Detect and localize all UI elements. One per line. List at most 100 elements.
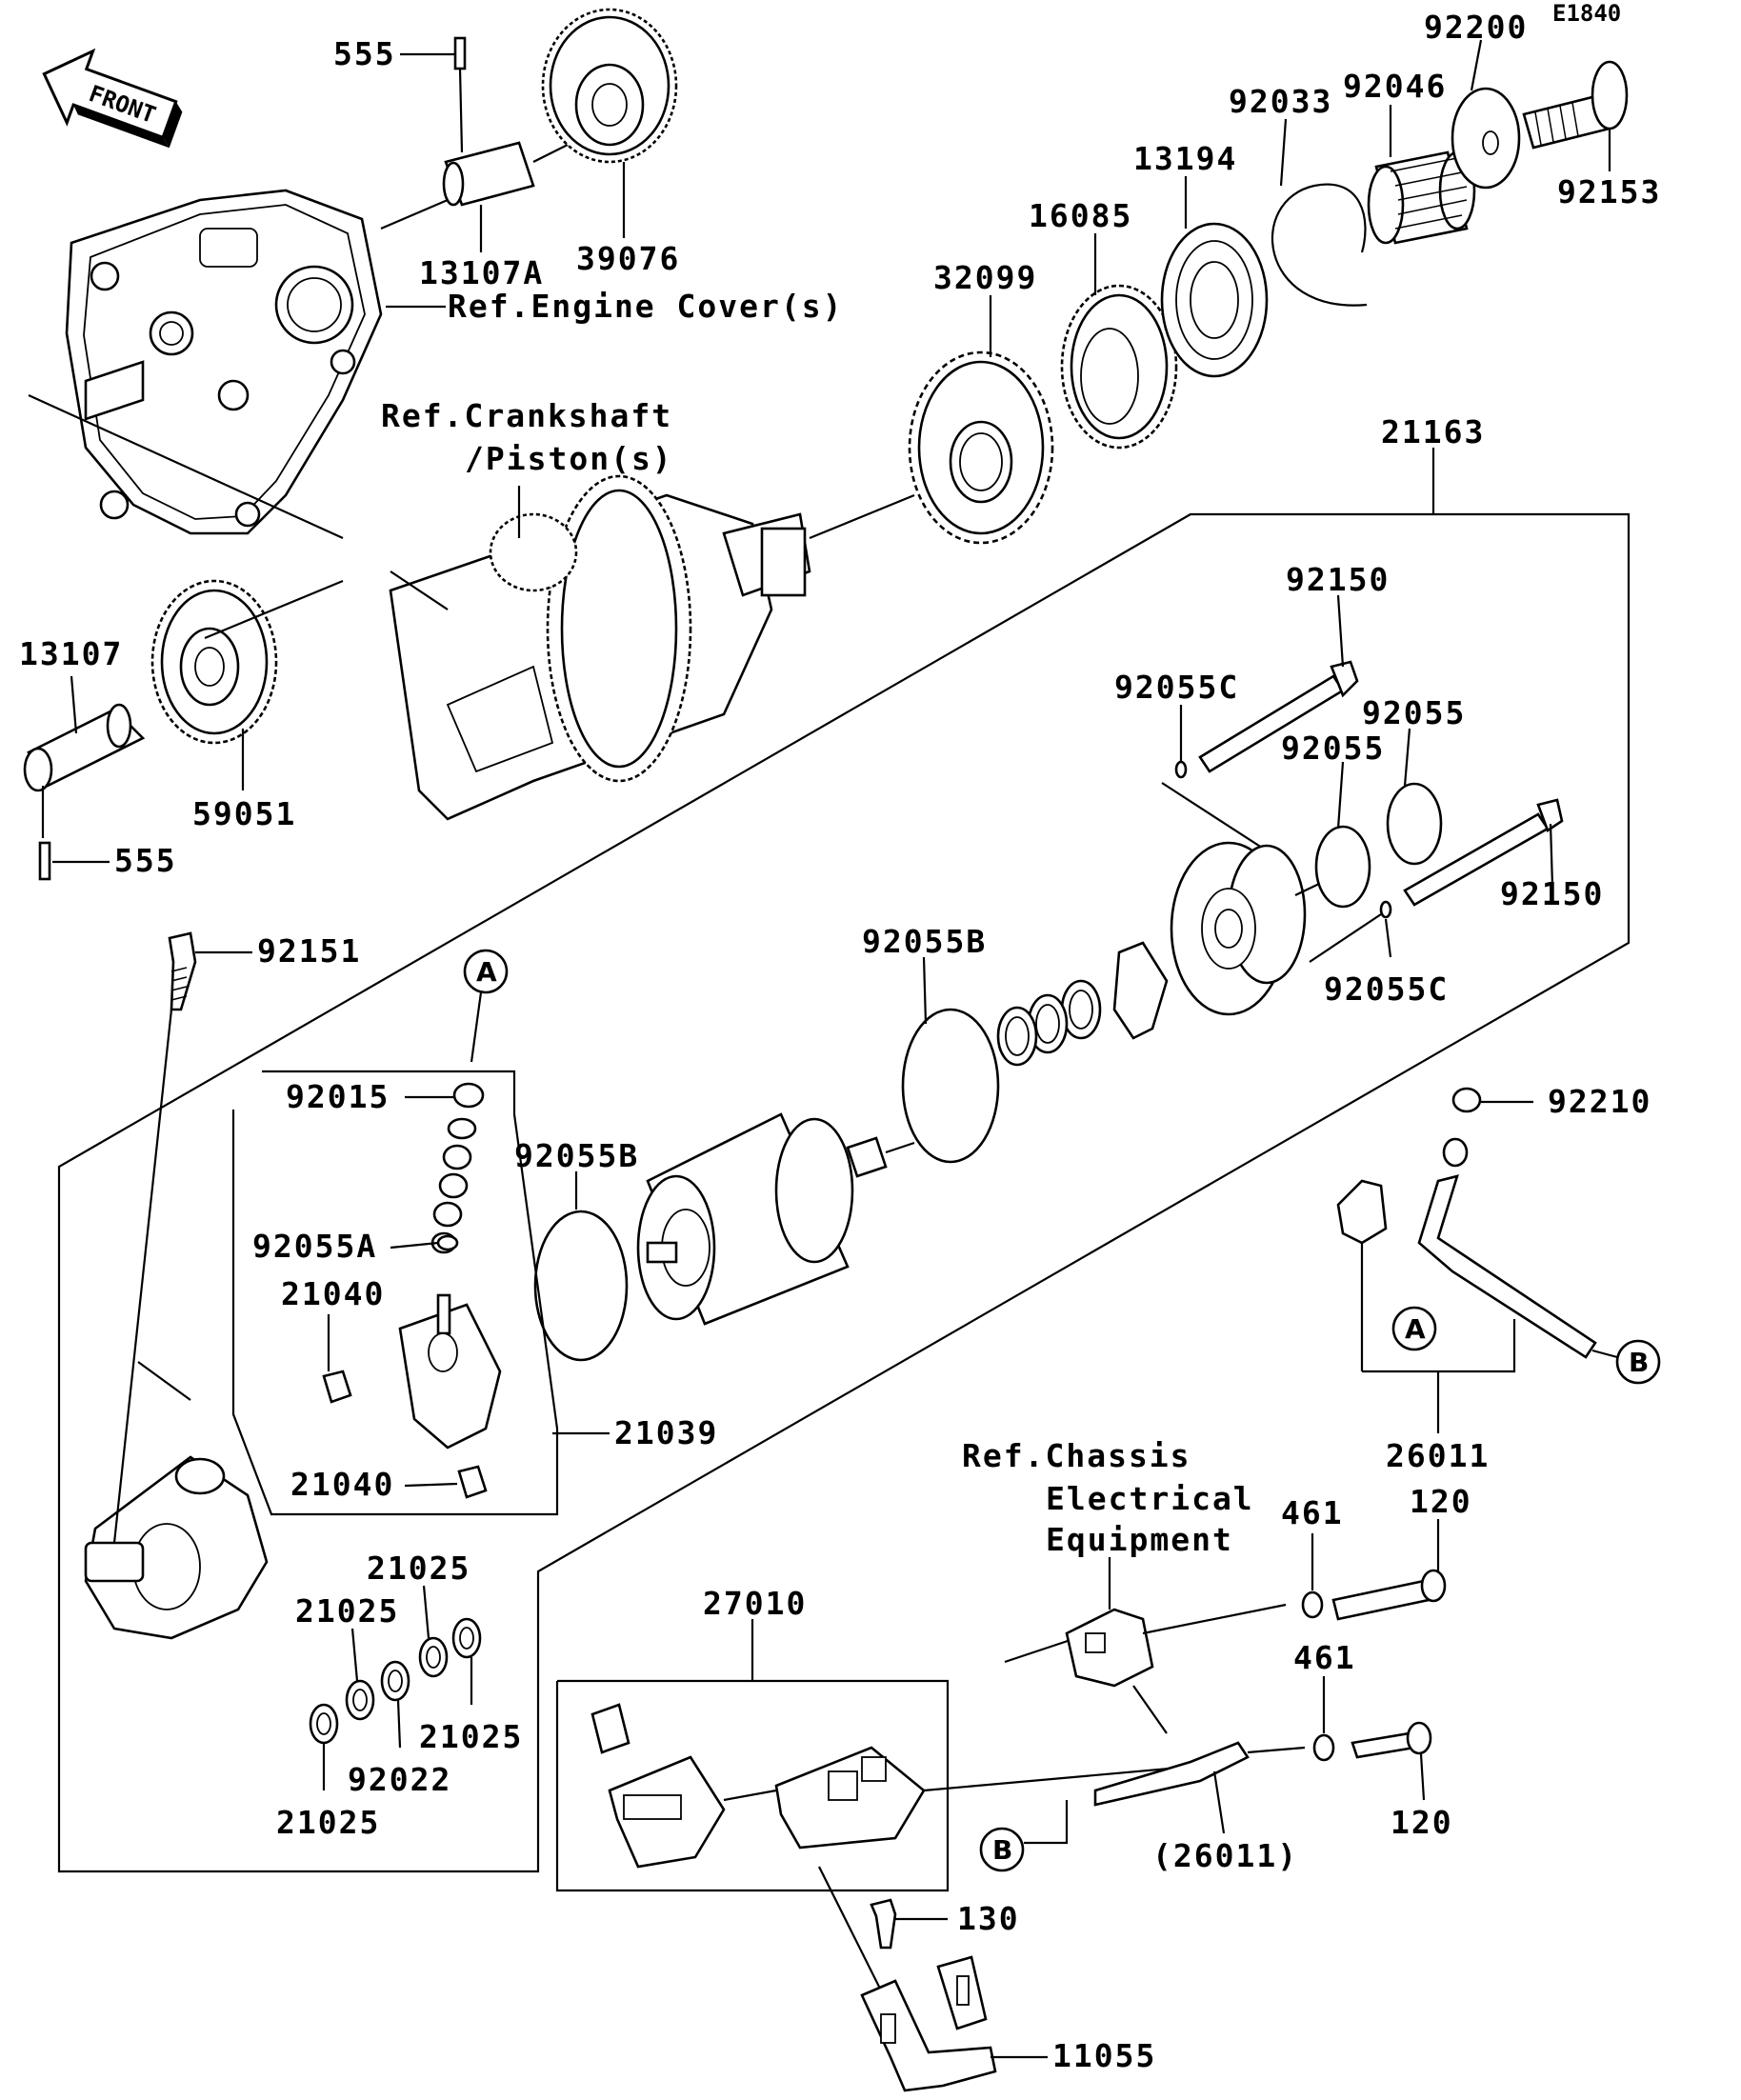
label-21025-d: 21025 bbox=[276, 1804, 380, 1841]
part-21039-brush-holder bbox=[398, 1293, 610, 1450]
label-59051: 59051 bbox=[192, 795, 296, 832]
part-11055-bracket bbox=[860, 1955, 1048, 2092]
part-120-bolt-bottom bbox=[1351, 1721, 1432, 1801]
part-32099-gear bbox=[908, 295, 1054, 545]
starter-end-cover bbox=[1170, 841, 1320, 1016]
label-92055b-left: 92055B bbox=[514, 1137, 639, 1174]
label-92022: 92022 bbox=[348, 1761, 451, 1798]
connector-a-right: A bbox=[1391, 1306, 1437, 1351]
label-92210: 92210 bbox=[1548, 1083, 1651, 1120]
starter-motor-housing bbox=[636, 1112, 915, 1326]
diagram-code: E1840 bbox=[1552, 0, 1621, 27]
part-92055b-oring-top bbox=[901, 956, 1000, 1164]
ref-chassis-3: Equipment bbox=[1046, 1521, 1233, 1558]
ref-chassis-1: Ref.Chassis bbox=[962, 1437, 1191, 1474]
connector-a-top: A bbox=[463, 949, 509, 1063]
ref-chassis-2: Electrical bbox=[1046, 1480, 1254, 1517]
part-13107a-shaft bbox=[380, 68, 572, 252]
front-arrow-icon: FRONT bbox=[42, 48, 183, 149]
engine-cover bbox=[28, 189, 383, 540]
label-92055b-top: 92055B bbox=[862, 923, 987, 960]
starter-front-cover bbox=[84, 1009, 269, 1640]
cable-26011-ref bbox=[1024, 1741, 1306, 1845]
label-120-bottom: 120 bbox=[1391, 1804, 1453, 1841]
connector-a-label: A bbox=[476, 956, 497, 988]
label-130: 130 bbox=[957, 1900, 1020, 1937]
label-92151: 92151 bbox=[257, 932, 361, 970]
label-21039: 21039 bbox=[614, 1414, 718, 1451]
part-92033-circlip bbox=[1271, 118, 1368, 307]
assembly-21163-outline bbox=[57, 448, 1631, 1873]
label-39076: 39076 bbox=[576, 240, 680, 277]
part-92055b-oring-left bbox=[533, 1171, 629, 1362]
part-27010-starter-relay bbox=[555, 1619, 1191, 1892]
part-92200-washer bbox=[1451, 39, 1521, 190]
label-92033: 92033 bbox=[1229, 83, 1332, 120]
part-92055-oring-left bbox=[1314, 761, 1371, 909]
label-92200: 92200 bbox=[1424, 9, 1528, 46]
part-555-pin-top bbox=[400, 36, 467, 70]
label-11055: 11055 bbox=[1052, 2037, 1156, 2074]
part-92055-oring-right bbox=[1386, 728, 1443, 866]
label-27010: 27010 bbox=[703, 1585, 807, 1622]
label-26011: 26011 bbox=[1386, 1437, 1490, 1474]
shim-stack-21025 bbox=[309, 1585, 482, 1790]
part-461-washer-bottom bbox=[1312, 1676, 1335, 1762]
part-92153-bolt bbox=[1522, 60, 1629, 171]
part-59051-gear bbox=[150, 579, 344, 790]
part-16085-gear bbox=[1060, 233, 1178, 450]
part-13107-shaft bbox=[23, 675, 146, 838]
part-461-washer-top bbox=[1301, 1533, 1324, 1619]
chassis-connector-block bbox=[1004, 1557, 1287, 1734]
label-21025-b: 21025 bbox=[295, 1592, 399, 1630]
part-92055c-top bbox=[1161, 705, 1263, 849]
brush-holder-group bbox=[231, 1070, 559, 1516]
label-26011-paren: (26011) bbox=[1152, 1837, 1298, 1874]
label-92015: 92015 bbox=[286, 1078, 390, 1115]
crankshaft bbox=[389, 474, 915, 821]
washer-stack bbox=[430, 1117, 477, 1254]
label-13194: 13194 bbox=[1133, 140, 1237, 177]
label-92153: 92153 bbox=[1557, 173, 1661, 210]
label-21025-c: 21025 bbox=[419, 1718, 523, 1755]
label-92055-left: 92055 bbox=[1281, 730, 1385, 767]
connector-b-bottom-label: B bbox=[992, 1834, 1012, 1866]
label-92150-top: 92150 bbox=[1286, 561, 1390, 598]
part-39076-gear bbox=[541, 8, 678, 238]
part-92150-bolt-bottom bbox=[1403, 798, 1564, 907]
part-21040-brush-bottom bbox=[404, 1465, 488, 1499]
label-461-top: 461 bbox=[1281, 1494, 1344, 1531]
label-21025-a: 21025 bbox=[367, 1550, 470, 1587]
connector-b-right: B bbox=[1591, 1339, 1661, 1385]
part-555-pin-bottom bbox=[38, 841, 110, 881]
part-21040-brush-top bbox=[322, 1314, 352, 1404]
label-92055c-top: 92055C bbox=[1114, 669, 1239, 706]
label-16085: 16085 bbox=[1029, 197, 1132, 234]
part-92055a-oring bbox=[390, 1234, 459, 1251]
part-92015-nut bbox=[405, 1082, 485, 1109]
label-555-top: 555 bbox=[333, 35, 396, 72]
connector-a-right-label: A bbox=[1405, 1313, 1426, 1345]
label-92150-bottom: 92150 bbox=[1500, 875, 1604, 912]
part-92055c-bottom bbox=[1309, 900, 1392, 963]
label-555-bottom: 555 bbox=[114, 842, 177, 879]
part-92151-bolt bbox=[168, 931, 252, 1011]
label-92055-right: 92055 bbox=[1362, 694, 1466, 731]
part-120-bolt-top bbox=[1331, 1519, 1447, 1621]
cable-26011 bbox=[1336, 1137, 1597, 1433]
brush-plate-shims bbox=[996, 941, 1169, 1067]
label-32099: 32099 bbox=[933, 259, 1037, 296]
label-21040-bottom: 21040 bbox=[290, 1466, 394, 1503]
part-92210-nut bbox=[1451, 1087, 1533, 1113]
part-92150-bolt-top bbox=[1198, 594, 1359, 773]
ref-crankshaft-1: Ref.Crankshaft bbox=[381, 397, 672, 434]
label-120-top: 120 bbox=[1410, 1483, 1472, 1520]
part-13194-clutch bbox=[1160, 176, 1269, 378]
label-21040-top: 21040 bbox=[281, 1275, 385, 1312]
label-92046: 92046 bbox=[1343, 68, 1447, 105]
label-13107: 13107 bbox=[19, 635, 123, 672]
label-461-bottom: 461 bbox=[1293, 1639, 1356, 1676]
connector-b-bottom: B bbox=[979, 1827, 1025, 1872]
part-92046-bearing bbox=[1367, 105, 1476, 245]
